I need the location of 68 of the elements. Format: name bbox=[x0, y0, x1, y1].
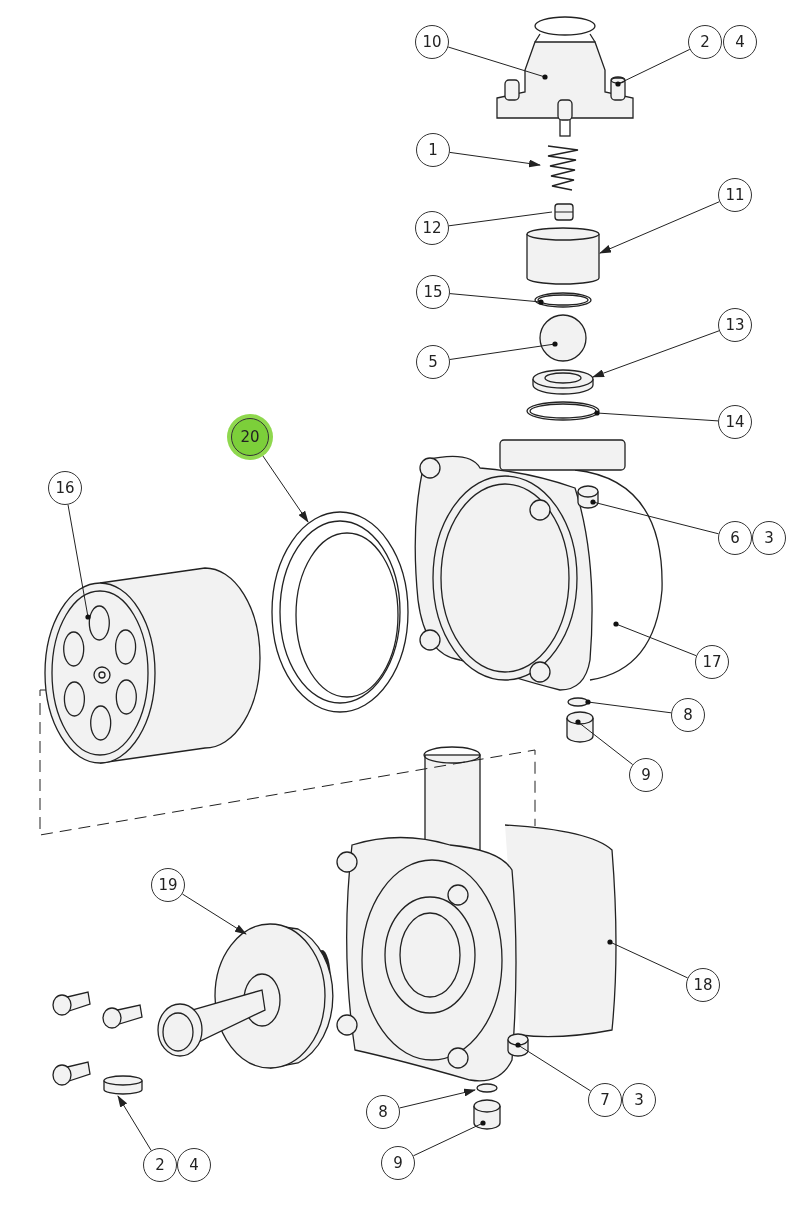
washer-drawing bbox=[567, 697, 589, 707]
leader-line bbox=[181, 893, 247, 935]
leader-line bbox=[613, 621, 697, 657]
callout-number: 15 bbox=[416, 275, 450, 309]
leader-line bbox=[449, 151, 541, 168]
nut-drawing bbox=[554, 203, 574, 221]
shaft-flange-drawing bbox=[157, 923, 334, 1069]
o-ring-drawing bbox=[534, 292, 592, 308]
callout-number: 17 bbox=[695, 645, 729, 679]
o-ring-drawing bbox=[526, 401, 600, 421]
callout-number: 18 bbox=[686, 968, 720, 1002]
callout-number: 14 bbox=[718, 405, 752, 439]
seat-ring-drawing bbox=[532, 369, 594, 395]
leader-line bbox=[449, 293, 544, 305]
callout-number: 3 bbox=[752, 521, 786, 555]
housing-drawing bbox=[414, 439, 663, 691]
leader-line bbox=[594, 410, 719, 422]
callout-number: 19 bbox=[151, 868, 185, 902]
callout-number: 8 bbox=[671, 698, 705, 732]
leader-line bbox=[447, 46, 548, 80]
housing-drawing bbox=[336, 746, 617, 1082]
callout-number: 11 bbox=[718, 178, 752, 212]
callout-number: 16 bbox=[48, 471, 82, 505]
callout-number: 3 bbox=[622, 1083, 656, 1117]
leader-line bbox=[448, 211, 553, 227]
cap-screw-drawing bbox=[610, 76, 626, 101]
callout-number: 20 bbox=[231, 418, 269, 456]
callout-number: 9 bbox=[381, 1146, 415, 1180]
leader-line bbox=[599, 201, 720, 254]
leader-line bbox=[399, 1088, 476, 1109]
screw-drawing bbox=[103, 1075, 143, 1095]
cup-drawing bbox=[526, 227, 600, 285]
callout-number: 10 bbox=[415, 25, 449, 59]
dashed-line bbox=[39, 689, 536, 836]
leader-line bbox=[449, 341, 558, 360]
washer-drawing bbox=[476, 1083, 498, 1093]
callout-number: 1 bbox=[416, 133, 450, 167]
ring-drawing bbox=[271, 511, 409, 713]
leader-line bbox=[592, 330, 720, 378]
callout-number: 4 bbox=[177, 1148, 211, 1182]
stud-drawing bbox=[507, 1033, 529, 1057]
callout-number: 2 bbox=[688, 25, 722, 59]
callout-number: 13 bbox=[718, 308, 752, 342]
leader-line bbox=[615, 48, 691, 87]
leader-line bbox=[412, 1120, 486, 1157]
callout-number: 6 bbox=[718, 521, 752, 555]
cylinder-drawing bbox=[44, 567, 261, 764]
leader-line bbox=[590, 499, 719, 535]
leader-line bbox=[607, 939, 689, 979]
callout-number: 5 bbox=[416, 345, 450, 379]
plug-drawing bbox=[566, 711, 594, 743]
leader-line bbox=[585, 699, 672, 714]
valve-cap-drawing bbox=[496, 16, 634, 137]
ball-drawing bbox=[539, 314, 587, 362]
leader-line bbox=[117, 1095, 152, 1151]
leader-line bbox=[575, 719, 634, 765]
callout-number: 8 bbox=[366, 1095, 400, 1129]
callout-number: 9 bbox=[629, 758, 663, 792]
leader-line bbox=[261, 453, 309, 523]
leader-line bbox=[67, 504, 91, 620]
spring-drawing bbox=[547, 145, 579, 191]
callout-number: 12 bbox=[415, 211, 449, 245]
callout-number: 2 bbox=[143, 1148, 177, 1182]
stud-drawing bbox=[577, 485, 599, 509]
plug-drawing bbox=[473, 1099, 501, 1130]
callout-number: 4 bbox=[723, 25, 757, 59]
leader-line bbox=[515, 1042, 592, 1092]
callout-number: 7 bbox=[588, 1083, 622, 1117]
